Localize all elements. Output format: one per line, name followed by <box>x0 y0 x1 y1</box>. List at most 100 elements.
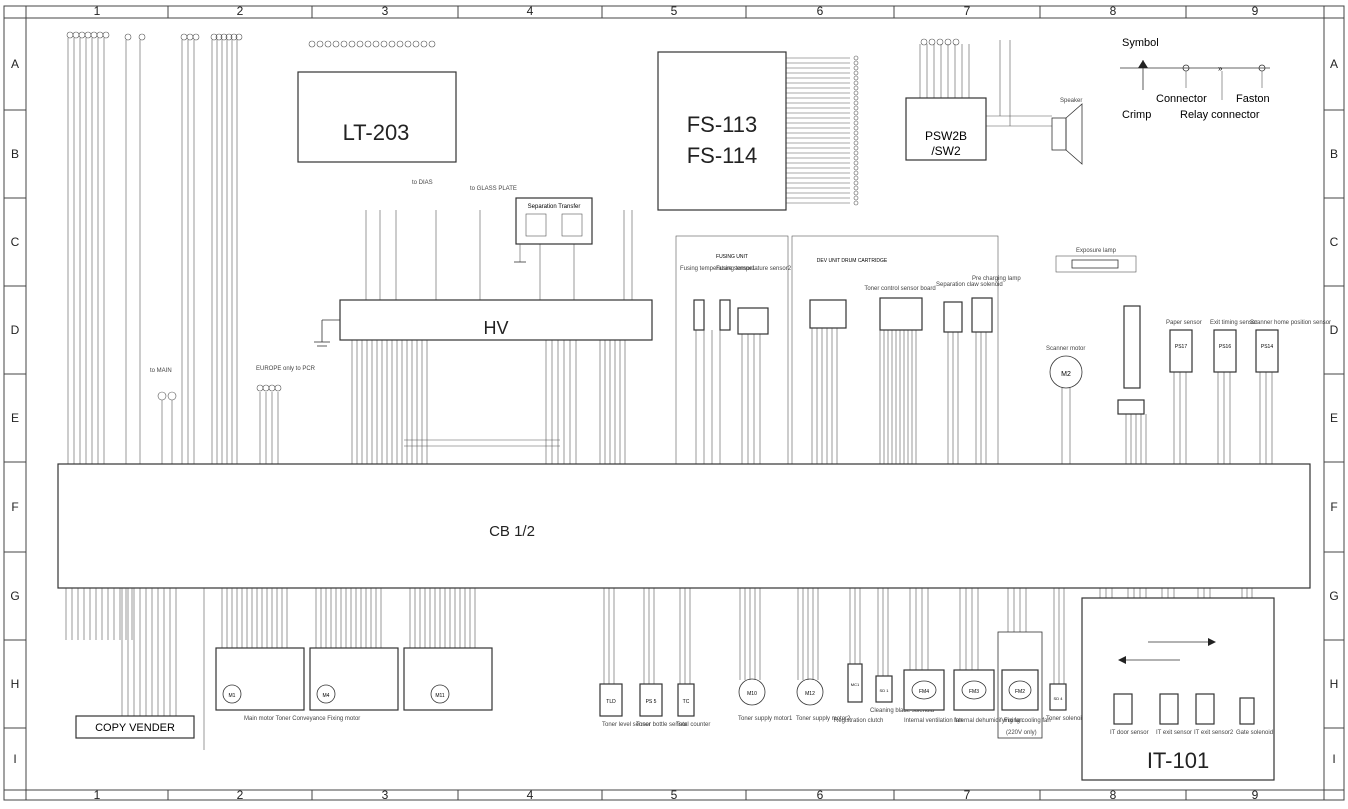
cleaning-sol-label: Cleaning blade solenoid <box>870 708 934 714</box>
m11-board <box>403 647 493 711</box>
cb-label: CB 1/2 <box>489 523 535 540</box>
fm4-tag: FM4 <box>919 689 929 695</box>
toner-motor2-label: Toner supply motor2 <box>796 716 851 722</box>
grid-col-label: 1 <box>94 4 101 18</box>
fan-int-label: Internal ventilation fan <box>904 718 963 724</box>
copy-vender-box <box>75 715 195 739</box>
speaker-label: Speaker <box>1060 98 1082 104</box>
sd4-tag: SD 4 <box>1054 696 1064 701</box>
ps14-caption: Scanner home position sensor <box>1250 320 1331 326</box>
pre-charge-label: Pre charging lamp <box>972 276 1021 282</box>
fm3-icon <box>961 680 987 700</box>
it101-label: IT-101 <box>1147 748 1209 773</box>
outer-frame <box>3 5 1345 801</box>
hv2-box <box>809 299 847 329</box>
grid-row-label: H <box>11 677 20 691</box>
grid-col-label: 5 <box>671 4 678 18</box>
tcsb-box <box>879 297 923 331</box>
tc-box <box>677 683 695 717</box>
ps-fusing-box <box>737 307 769 335</box>
fs-box <box>657 51 787 211</box>
m12-tag: M12 <box>805 691 815 697</box>
fm2-box <box>1001 669 1039 711</box>
europe-label: EUROPE only to PCR <box>256 366 316 372</box>
grid-row-label: A <box>11 57 19 71</box>
fm4-box <box>903 669 945 711</box>
gate-label: Gate solenoid <box>1236 730 1273 736</box>
it101-box <box>1081 597 1275 781</box>
fm4-icon <box>911 680 937 700</box>
fs114-label: FS-114 <box>687 143 758 168</box>
it-exit-label: IT exit sensor <box>1156 730 1192 736</box>
pcl-box <box>971 297 993 333</box>
grid-row-label: F <box>1330 500 1337 514</box>
crimp-label: Crimp <box>1122 109 1151 121</box>
ps19-box <box>1195 693 1215 725</box>
grid-col-label: 4 <box>527 788 534 802</box>
m1-tag: M1 <box>229 693 236 699</box>
grid-col-label: 9 <box>1252 788 1259 802</box>
grid-row-label: E <box>1330 411 1338 425</box>
ps16-box <box>1213 329 1237 373</box>
ps14-box <box>1255 329 1279 373</box>
grid-row-label: B <box>11 147 19 161</box>
grid-row-label: D <box>11 323 20 337</box>
ps17-tag: PS17 <box>1175 344 1187 350</box>
m4-icon <box>316 684 336 704</box>
grid-col-label: 4 <box>527 4 534 18</box>
tc-tag: TC <box>683 699 690 705</box>
m4-tag: M4 <box>323 693 330 699</box>
sd13-box <box>1239 697 1255 725</box>
ps18-box <box>1113 693 1133 725</box>
grid-col-label: 3 <box>382 788 389 802</box>
scanner-motor-label: Scanner motor <box>1046 346 1085 352</box>
ps5-box <box>639 683 663 717</box>
psw-box <box>905 97 987 161</box>
connector-label: Connector <box>1156 93 1207 105</box>
grid-col-label: 6 <box>817 4 824 18</box>
grid-col-label: 6 <box>817 788 824 802</box>
lt203-box <box>297 71 457 163</box>
grid-row-label: F <box>11 500 18 514</box>
grid-row-label: H <box>1330 677 1339 691</box>
speaker-icon <box>1051 103 1083 165</box>
hv-box <box>339 299 653 341</box>
grid-row-label: I <box>13 752 16 766</box>
toner-level-label: Toner level sensor <box>602 722 651 728</box>
grid-col-label: 2 <box>237 788 244 802</box>
fm3-box <box>953 669 995 711</box>
symbol-title: Symbol <box>1122 37 1159 49</box>
m1-icon <box>222 684 242 704</box>
ps16-tag: PS16 <box>1219 344 1231 350</box>
it-exit2-label: IT exit sensor2 <box>1194 730 1234 736</box>
it-door-label: IT door sensor <box>1110 730 1149 736</box>
relay-symbol-icon: » <box>1218 64 1223 73</box>
toner-bottle-label: Toner bottle sensor <box>636 722 687 728</box>
grid-col-label: 9 <box>1252 4 1259 18</box>
exposure-lamp-icon <box>1071 259 1119 269</box>
grid-col-label: 8 <box>1110 4 1117 18</box>
fan-int2-label: Internal dehumidifying fan <box>954 718 1023 724</box>
grid-row-label: E <box>11 411 19 425</box>
total-counter-label: Total counter <box>676 722 710 728</box>
ps17-caption: Paper sensor <box>1166 320 1202 326</box>
toner-control-label: Toner control sensor board <box>864 286 935 292</box>
grid-row-label: G <box>1329 589 1338 603</box>
exposure-lamp-label: Exposure lamp <box>1076 248 1117 254</box>
grid-col-label: 3 <box>382 4 389 18</box>
exposure-lamp-wire <box>1055 255 1137 273</box>
fm2-group <box>997 631 1043 739</box>
ps21-box <box>1159 693 1179 725</box>
relay-label: Relay connector <box>1180 109 1260 121</box>
m1-board <box>215 647 305 711</box>
m4-board <box>309 647 399 711</box>
lt203-label: LT-203 <box>343 120 410 145</box>
ps14-tag: PS14 <box>1261 344 1273 350</box>
sdr-box <box>943 301 963 333</box>
ps16-caption: Exit timing sensor <box>1210 320 1257 326</box>
to-dias-label: to DIAS <box>412 180 433 186</box>
to-glass-label: to GLASS PLATE <box>470 186 517 192</box>
fusing-sensor1: Fusing temperature sensor1 <box>680 266 756 272</box>
grid-row-label: I <box>1332 752 1335 766</box>
grid-row-label: C <box>11 235 20 249</box>
